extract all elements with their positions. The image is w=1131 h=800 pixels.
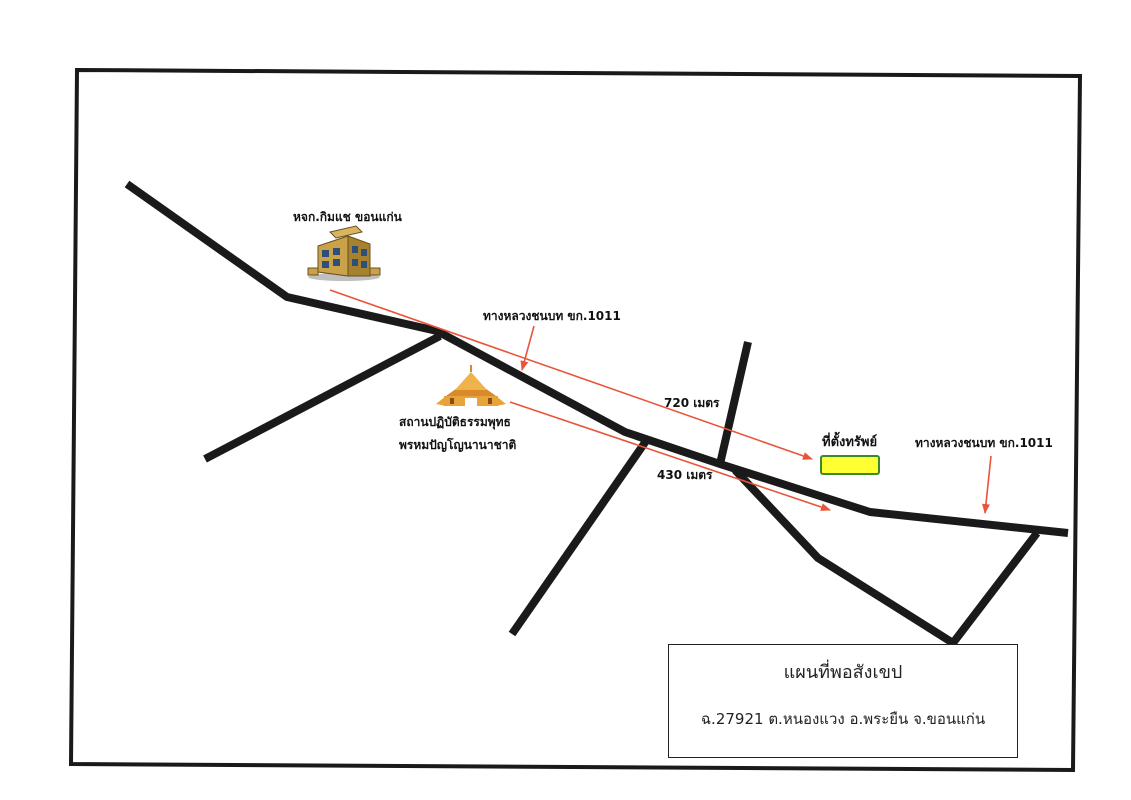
main-highway-road — [124, 180, 1069, 537]
road-west-branch — [203, 332, 442, 463]
arrow-road-label-left — [520, 325, 535, 371]
distance-720-label: 720 เมตร — [664, 396, 720, 410]
road-north-branch — [716, 341, 752, 465]
hotel-label: หจก.กิมแช ขอนแก่น — [293, 210, 402, 224]
arrow-road-label-right — [981, 455, 992, 514]
property-marker — [820, 455, 880, 475]
temple-label-line1: สถานปฏิบัติธรรมพุทธ — [399, 415, 511, 429]
legend-box: แผนที่พอสังเขป ฉ.27921 ต.หนองแวง อ.พระยื… — [668, 644, 1018, 758]
arrow-temple-to-property — [509, 401, 831, 511]
distance-430-label: 430 เมตร — [657, 468, 713, 482]
legend-title: แผนที่พอสังเขป — [783, 662, 903, 683]
property-label: ที่ตั้งทรัพย์ — [822, 435, 878, 450]
arrow-hotel-to-property — [329, 289, 813, 460]
map-frame — [68, 67, 1083, 773]
legend-subtitle: ฉ.27921 ต.หนองแวง อ.พระยืน จ.ขอนแก่น — [700, 710, 986, 728]
road-southwest-branch — [508, 438, 650, 637]
temple-icon — [436, 365, 506, 406]
office-building-icon — [307, 225, 381, 281]
road-label-left: ทางหลวงชนบท ขก.1011 — [483, 309, 621, 323]
road-label-right: ทางหลวงชนบท ขก.1011 — [915, 436, 1053, 450]
road-southeast-loop — [732, 467, 1041, 647]
temple-label-line2: พรหมปัญโญนานาชาติ — [399, 438, 517, 452]
